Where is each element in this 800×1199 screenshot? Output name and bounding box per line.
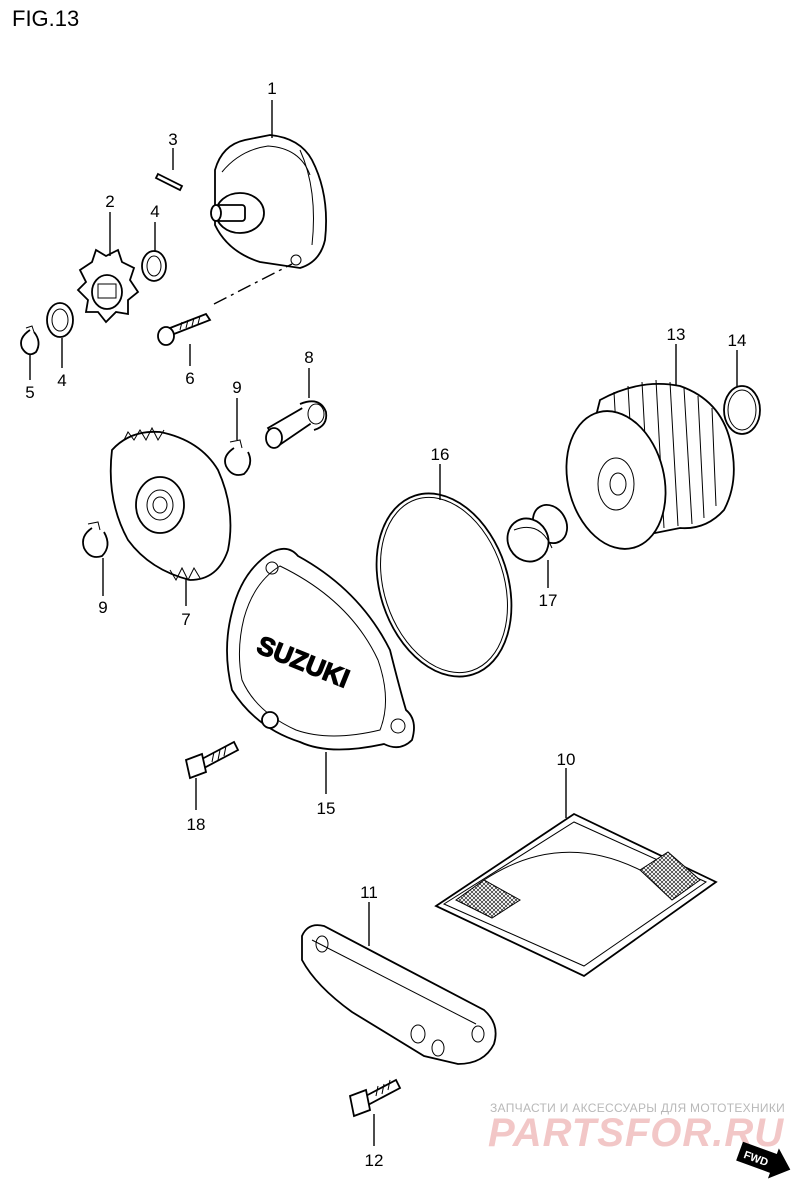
callout-labels: 1 2 3 4 4 5 6 7 8 9 9 10 11 12 13 14 15 … (25, 79, 746, 1170)
callout-5: 5 (25, 383, 34, 402)
callout-10: 10 (557, 750, 576, 769)
pump-pin (154, 172, 184, 192)
fwd-arrow-badge: FWD (736, 1141, 791, 1179)
callout-13: 13 (667, 325, 686, 344)
watermark: ЗАПЧАСТИ И АКСЕССУАРЫ ДЛЯ МОТОТЕХНИКИ PA… (488, 1101, 785, 1155)
cover-o-ring (375, 492, 513, 678)
callout-17: 17 (539, 591, 558, 610)
callout-9a: 9 (232, 378, 241, 397)
figure-title: FIG.13 (12, 6, 79, 31)
callout-9b: 9 (98, 598, 107, 617)
leader-lines (29, 100, 738, 1146)
callout-3: 3 (168, 130, 177, 149)
callout-2: 2 (105, 192, 114, 211)
oil-filter (565, 379, 735, 550)
circlip-upper (224, 439, 252, 476)
callout-7: 7 (181, 610, 190, 629)
callout-8: 8 (304, 348, 313, 367)
callout-15: 15 (317, 799, 336, 818)
circlip-small (20, 325, 40, 356)
pump-screw (157, 312, 212, 346)
callout-12: 12 (365, 1151, 384, 1170)
filter-spring (506, 504, 568, 563)
washer-lower (46, 302, 74, 338)
callout-4a: 4 (150, 202, 159, 221)
gear-bolt (265, 400, 328, 449)
watermark-tagline: ЗАПЧАСТИ И АКСЕССУАРЫ ДЛЯ МОТОТЕХНИКИ (490, 1101, 785, 1115)
oil-pump-body (210, 134, 327, 269)
pump-driven-gear (109, 426, 232, 582)
callout-18: 18 (187, 815, 206, 834)
strainer-plate (301, 924, 497, 1065)
circlip-lower (82, 521, 109, 558)
callout-1: 1 (267, 79, 276, 98)
callout-11: 11 (360, 883, 378, 902)
callout-16: 16 (431, 445, 450, 464)
callout-14: 14 (728, 331, 747, 350)
washer-upper (141, 250, 167, 282)
engine-cover: SUZUKI (226, 547, 415, 751)
pump-drive-gear (76, 248, 140, 324)
filter-o-ring (723, 385, 761, 435)
cover-bolt (184, 740, 240, 780)
watermark-brand: PARTSFOR.RU (488, 1111, 784, 1155)
plate-bolt (348, 1078, 402, 1118)
callout-6: 6 (185, 369, 194, 388)
oil-strainer (434, 812, 718, 978)
callout-4b: 4 (57, 371, 66, 390)
